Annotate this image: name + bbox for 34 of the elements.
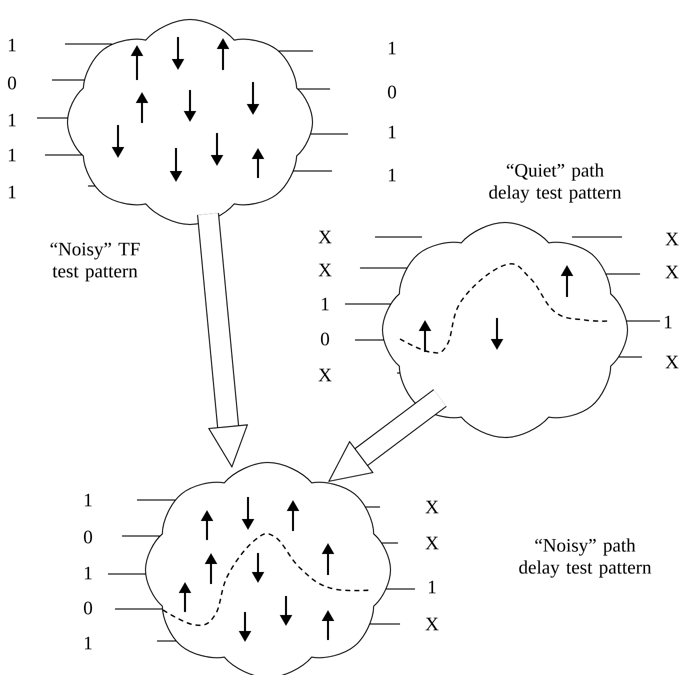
cloud (67, 19, 313, 225)
pin-value: X (318, 264, 332, 276)
pin-value: 0 (84, 602, 92, 614)
pin-value: X (666, 232, 679, 246)
pin-value: 0 (84, 530, 92, 544)
pin-value: X (426, 536, 439, 550)
pin-value: 1 (664, 316, 672, 328)
pin-value: 0 (8, 76, 16, 90)
cloud (145, 462, 391, 675)
pin-value: 1 (322, 298, 329, 310)
pin-value: X (666, 266, 679, 278)
pin-value: 1 (388, 42, 396, 54)
cloud (382, 222, 628, 438)
pin-value: 1 (84, 636, 92, 650)
pin-value: 1 (428, 580, 436, 594)
pin-value: X (666, 356, 679, 368)
block-arrow (328, 389, 447, 482)
caption: “Noisy” path delay test pattern (519, 538, 652, 578)
pin-value: 1 (8, 38, 16, 52)
pin-value: X (426, 618, 439, 630)
pin-value: X (318, 230, 332, 244)
pin-value: 1 (8, 186, 16, 198)
pin-value: 1 (388, 168, 396, 182)
pin-value: X (426, 500, 439, 514)
pin-value: 1 (8, 148, 16, 162)
pin-value: 1 (388, 126, 396, 138)
pin-value: 0 (388, 86, 396, 98)
pin-value: X (318, 368, 332, 382)
pin-value: 0 (320, 332, 330, 346)
pin-value: 1 (84, 494, 92, 506)
caption: “Noisy” TF test pattern (50, 242, 140, 282)
pin-value: 1 (84, 566, 92, 580)
caption: “Quiet” path delay test pattern (489, 163, 622, 203)
pin-value: 1 (8, 114, 16, 126)
